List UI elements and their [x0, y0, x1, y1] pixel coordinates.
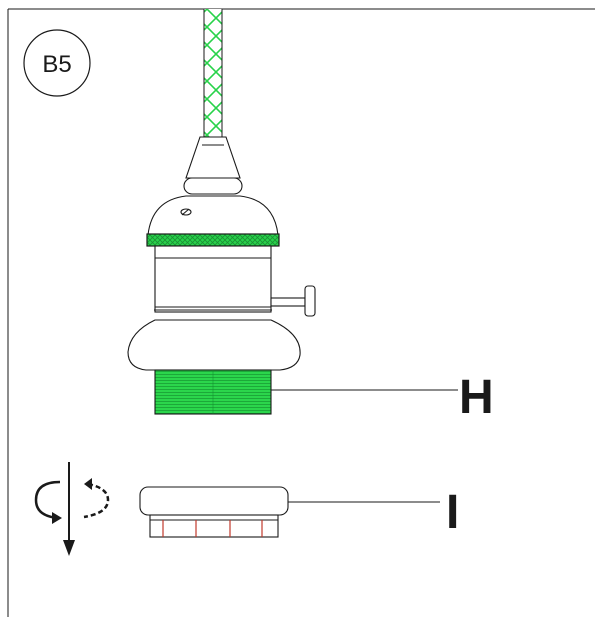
- dome-cap: [147, 195, 279, 236]
- cord-grip: [185, 136, 241, 179]
- thread-marks: [162, 520, 263, 537]
- step-badge-label: B5: [42, 51, 71, 78]
- shade-ring: [139, 486, 289, 538]
- frame-border: [7, 8, 595, 617]
- step-badge: B5: [23, 29, 91, 97]
- body-shell: [154, 245, 272, 313]
- rotate-clockwise-down-icon: [34, 462, 110, 556]
- collar-ring: [183, 177, 243, 195]
- part-label-i: I: [446, 486, 459, 539]
- part-label-h: H: [459, 371, 494, 424]
- holder-skirt: [127, 319, 301, 371]
- braided-cable: [203, 9, 223, 137]
- switch-knob: [270, 285, 316, 317]
- lamp-holder: [127, 136, 316, 415]
